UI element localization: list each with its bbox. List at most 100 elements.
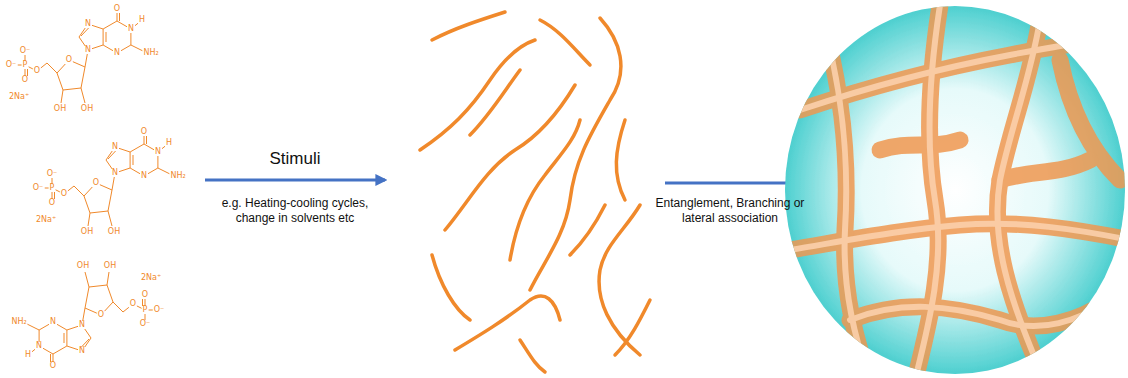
atom-label: O: [140, 128, 148, 136]
chemical-bond: [81, 88, 85, 103]
atom-label: O: [113, 5, 121, 13]
chemical-bond: [61, 90, 63, 103]
atom-label: O⁻: [153, 306, 166, 314]
chemical-bond: [108, 211, 112, 226]
atom-label: N: [84, 20, 92, 28]
atom-label: O: [65, 56, 73, 64]
fiber: [540, 20, 590, 65]
atom-label: N: [113, 49, 121, 57]
chemical-bond: [107, 272, 109, 285]
band-core: [850, 300, 1110, 326]
atom-label: N: [78, 347, 86, 355]
chemical-bond: [113, 302, 123, 312]
atom-label: N: [78, 321, 86, 329]
band: [850, 300, 1110, 326]
atom-label: OH: [103, 262, 117, 270]
chemical-bond: [85, 287, 89, 308]
fiber: [510, 120, 580, 260]
chemical-bond: [107, 285, 113, 302]
atom-label: N: [111, 143, 119, 151]
network-bands: [790, 5, 1128, 378]
atom-label: O: [141, 291, 149, 299]
atom-label: 2Na⁺: [35, 216, 57, 224]
process-arrow: [205, 179, 385, 182]
atom-label: N: [154, 148, 162, 156]
fiber: [420, 40, 535, 150]
atom-label: O⁻: [139, 320, 152, 328]
atom-label: H: [165, 139, 173, 147]
atom-label: N: [140, 172, 148, 180]
chemical-bond: [103, 29, 104, 45]
chemical-bond: [103, 21, 117, 29]
atom-label: O: [33, 67, 41, 75]
fibers: [420, 12, 650, 372]
atom-label: O: [49, 362, 57, 370]
chemical-bond: [53, 346, 67, 354]
atom-label: N: [111, 169, 119, 177]
atom-label: OH: [80, 228, 94, 236]
chemical-bond: [84, 196, 90, 213]
gel-network: [790, 5, 1128, 378]
fiber: [432, 12, 505, 40]
chemical-bond: [81, 27, 90, 36]
process-arrow: [665, 182, 800, 185]
fiber: [445, 85, 575, 230]
atom-label: O: [48, 199, 56, 207]
atom-label: O⁻: [19, 47, 32, 55]
chemical-bond: [106, 32, 107, 42]
chemical-bond: [66, 330, 67, 346]
band-core: [820, 10, 870, 378]
atom-label: OH: [80, 105, 94, 113]
chemical-bond: [63, 88, 81, 90]
chemical-bond: [89, 285, 107, 287]
atom-label: N: [127, 25, 135, 33]
chemical-bond: [108, 150, 117, 159]
fiber: [615, 300, 650, 355]
chemical-bond: [57, 73, 63, 90]
chemical-bond: [74, 186, 84, 196]
atom-label: O: [92, 179, 100, 187]
fiber: [616, 120, 625, 200]
chemical-bond: [90, 211, 108, 213]
atom-label: O⁻: [32, 184, 45, 192]
atom-label: P: [22, 61, 29, 69]
fiber: [455, 296, 560, 350]
band-highlights: [790, 5, 1128, 378]
chemical-bond: [85, 272, 89, 287]
atom-label: 2Na⁺: [8, 93, 30, 101]
band-core: [997, 20, 1040, 370]
atom-label: 2Na⁺: [140, 274, 162, 282]
atom-label: OH: [107, 228, 121, 236]
atom-label: N: [84, 46, 92, 54]
atom-label: N: [49, 318, 57, 326]
step-label: Stimuli: [240, 148, 350, 169]
atom-label: O: [21, 76, 29, 84]
chemical-bond: [81, 67, 85, 88]
atom-label: P: [49, 184, 56, 192]
atom-label: O: [129, 300, 137, 308]
atom-label: OH: [53, 105, 67, 113]
atom-label: O⁻: [46, 170, 59, 178]
atom-label: O: [60, 190, 68, 198]
chemical-bond: [47, 63, 57, 73]
atom-label: NH₂: [169, 172, 186, 180]
atom-label: N: [35, 342, 43, 350]
fiber: [470, 70, 520, 135]
chemical-bond: [130, 144, 144, 152]
band: [1000, 160, 1090, 180]
chemical-bond: [130, 152, 131, 168]
band-core: [915, 5, 940, 378]
fiber: [432, 255, 470, 320]
atom-label: O: [97, 311, 105, 319]
chemical-bond: [108, 190, 112, 211]
band: [880, 140, 960, 150]
atom-label: H: [138, 16, 146, 24]
band-core: [800, 35, 1128, 110]
atom-label: NH₂: [142, 49, 159, 57]
atom-label: NH₂: [10, 318, 27, 326]
fiber: [520, 340, 545, 372]
atom-label: OH: [76, 262, 90, 270]
atom-label: P: [142, 306, 149, 314]
